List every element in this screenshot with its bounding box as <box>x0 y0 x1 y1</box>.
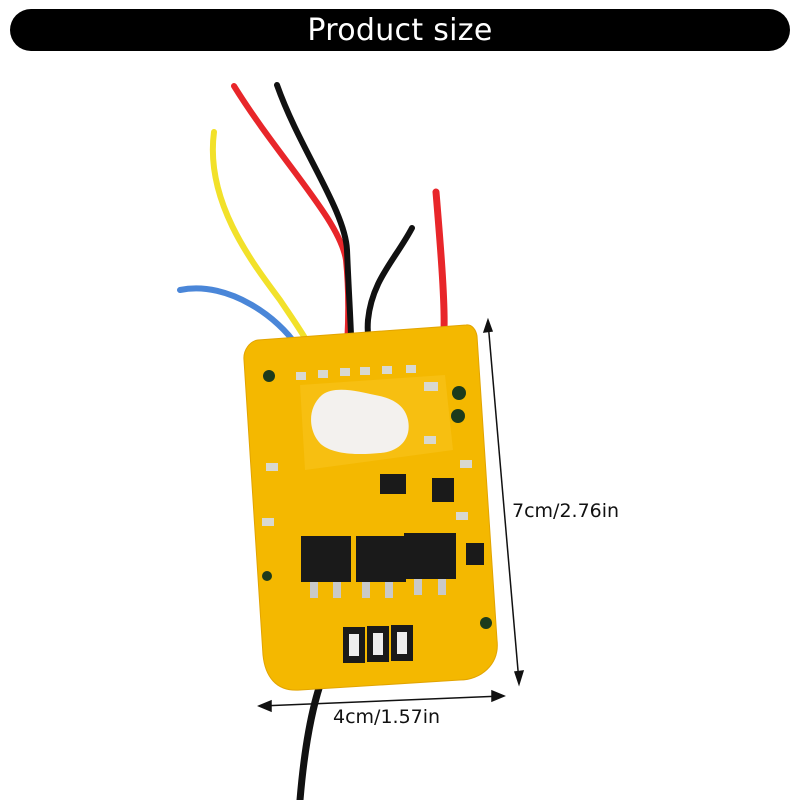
ic-small-1 <box>380 474 406 494</box>
white-coating <box>311 389 409 455</box>
dimension-arrows <box>257 317 525 713</box>
mosfets <box>301 533 456 598</box>
wire-yellow <box>209 129 323 375</box>
solder-pads <box>262 365 472 526</box>
mount-holes <box>262 370 492 629</box>
title-bar: Product size <box>10 9 790 51</box>
height-arrow <box>487 321 520 683</box>
wire-red-left <box>231 83 352 375</box>
component-small <box>466 543 484 565</box>
wire-black-left <box>274 82 355 375</box>
height-dimension-label: 7cm/2.76in <box>512 500 620 522</box>
width-arrow <box>260 695 503 707</box>
shunt-resistors <box>343 625 413 663</box>
page-title: Product size <box>307 12 493 48</box>
ic-small-2 <box>432 478 454 502</box>
width-dimension-label: 4cm/1.57in <box>333 706 441 728</box>
